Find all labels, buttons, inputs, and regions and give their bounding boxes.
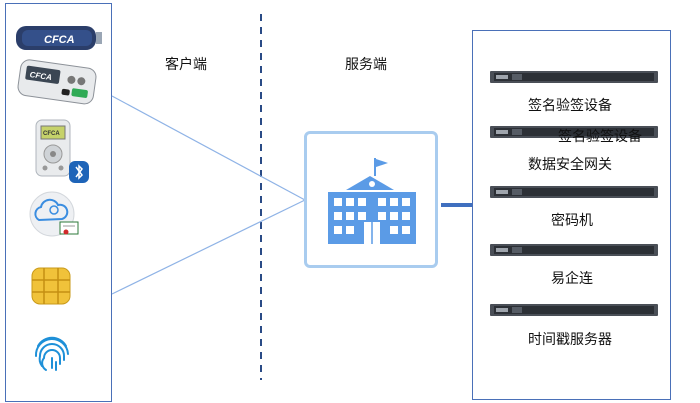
server-label-5: 易企连 [551,271,593,287]
otp-token-icon: CFCA [17,59,97,105]
server-4-icon [490,244,658,256]
server-label-1: 签名验签设备 [528,98,612,114]
server-2-icon [490,126,658,138]
server-3-icon [490,186,658,198]
server-devices-panel [472,30,671,400]
sim-chip-icon [31,267,71,305]
server-label-6: 时间戳服务器 [528,332,612,348]
usbkey-logo: CFCA [44,34,75,46]
otp-logo: CFCA [29,70,52,82]
fingerprint-icon [34,336,69,371]
bottom-connection-line [111,199,306,295]
mobile-token-logo: CFCA [43,131,60,137]
client-side-label: 客户端 [165,57,207,73]
server-label-4: 密码机 [551,213,593,229]
server-1-icon [490,71,658,83]
server-label-3: 数据安全网关 [528,157,612,173]
mobile-token-icon: CFCA [35,119,71,177]
institution-building-icon [328,158,416,244]
server-label-2: 签名验签设备 [558,129,642,145]
server-5-icon [490,304,658,316]
server-side-label: 服务端 [345,57,387,73]
usb-key-icon: CFCA [16,26,102,50]
bluetooth-icon [69,161,89,183]
top-connection-line [111,95,306,201]
cloud-certificate-icon [29,191,79,237]
